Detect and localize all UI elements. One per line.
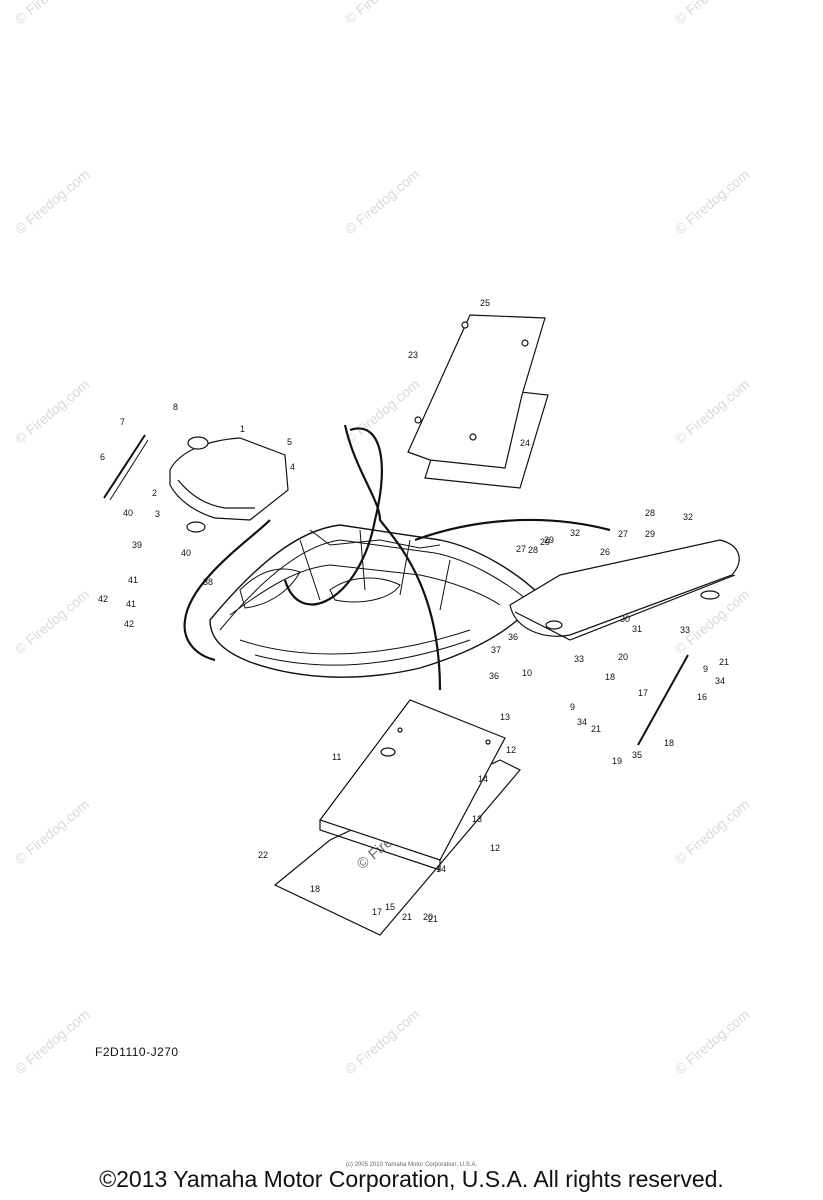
- callout-42: 42: [98, 594, 108, 604]
- callout-1: 1: [240, 424, 245, 434]
- hatch-lid-part: [407, 314, 549, 489]
- callout-34: 34: [577, 717, 587, 727]
- watermark-text: © Firedog.com: [672, 166, 753, 237]
- callout-37: 37: [491, 645, 501, 655]
- gas-strut: [637, 654, 689, 746]
- callout-16: 16: [697, 692, 707, 702]
- callout-40: 40: [123, 508, 133, 518]
- callout-13: 13: [472, 814, 482, 824]
- callout-21: 21: [719, 657, 729, 667]
- callout-18: 18: [310, 884, 320, 894]
- lower-hatch-part: [273, 699, 521, 936]
- watermark-text: © Firedog.com: [342, 376, 423, 447]
- callout-17: 17: [372, 907, 382, 917]
- callout-17: 17: [638, 688, 648, 698]
- long-seat-part: [509, 539, 740, 641]
- callout-15: 15: [385, 902, 395, 912]
- watermark-text: © Firedog.com: [12, 796, 93, 867]
- drawing-code: F2D1110-J270: [95, 1045, 179, 1059]
- callout-12: 12: [490, 843, 500, 853]
- callout-14: 14: [478, 774, 488, 784]
- callout-36: 36: [508, 632, 518, 642]
- callout-4: 4: [290, 462, 295, 472]
- watermark-text: © Firedog.com: [342, 0, 423, 27]
- callout-labels: 1234567899101112121313141415161717181818…: [98, 298, 729, 924]
- callout-5: 5: [287, 437, 292, 447]
- callout-7: 7: [120, 417, 125, 427]
- copyright-notice: ©2013 Yamaha Motor Corporation, U.S.A. A…: [99, 1166, 724, 1192]
- watermark-text: © Firedog.com: [672, 0, 753, 27]
- callout-20: 20: [618, 652, 628, 662]
- callout-33: 33: [574, 654, 584, 664]
- callout-24: 24: [520, 438, 530, 448]
- callout-19: 19: [612, 756, 622, 766]
- callout-32: 32: [570, 528, 580, 538]
- callout-28: 28: [528, 545, 538, 555]
- callout-32: 32: [683, 512, 693, 522]
- watermark-text: © Firedog.com: [12, 586, 93, 657]
- callout-42: 42: [124, 619, 134, 629]
- watermark-text: © Firedog.com: [12, 0, 93, 27]
- watermark-text: © Firedog.com: [342, 166, 423, 237]
- callout-23: 23: [408, 350, 418, 360]
- callout-10: 10: [522, 668, 532, 678]
- boat-hull: [209, 524, 541, 678]
- callout-8: 8: [173, 402, 178, 412]
- callout-28: 28: [645, 508, 655, 518]
- callout-36: 36: [489, 671, 499, 681]
- watermark-text: © Firedog.com: [342, 1006, 423, 1077]
- callout-18: 18: [664, 738, 674, 748]
- callout-21: 21: [428, 914, 438, 924]
- watermark-text: © Firedog.com: [672, 376, 753, 447]
- callout-6: 6: [100, 452, 105, 462]
- callout-27: 27: [516, 544, 526, 554]
- callout-29: 29: [544, 535, 554, 545]
- callout-20: 20: [423, 912, 433, 922]
- seat-cushion-part: [169, 436, 289, 533]
- watermark-text: © Firedog.com: [12, 166, 93, 237]
- callout-41: 41: [128, 575, 138, 585]
- copyright-small: (c) 2005 2010 Yamaha Motor Corporation, …: [345, 1162, 478, 1168]
- callout-31: 31: [632, 624, 642, 634]
- callout-41: 41: [126, 599, 136, 609]
- callout-21: 21: [591, 724, 601, 734]
- callout-13: 13: [500, 712, 510, 722]
- callout-38: 38: [203, 577, 213, 587]
- callout-29: 29: [540, 537, 550, 547]
- callout-12: 12: [506, 745, 516, 755]
- callout-9: 9: [703, 664, 708, 674]
- callout-18: 18: [605, 672, 615, 682]
- callout-2: 2: [152, 488, 157, 498]
- callout-26: 26: [600, 547, 610, 557]
- callout-33: 33: [680, 625, 690, 635]
- damper-strut: [103, 434, 149, 501]
- callout-22: 22: [258, 850, 268, 860]
- callout-25: 25: [480, 298, 490, 308]
- watermark-text: © Firedog.com: [672, 1006, 753, 1077]
- callout-40: 40: [181, 548, 191, 558]
- callout-27: 27: [618, 529, 628, 539]
- callout-35: 35: [632, 750, 642, 760]
- cables: [183, 424, 611, 691]
- callout-9: 9: [570, 702, 575, 712]
- callout-34: 34: [715, 676, 725, 686]
- watermark-text: © Firedog.com: [672, 796, 753, 867]
- callout-39: 39: [132, 540, 142, 550]
- callout-21: 21: [402, 912, 412, 922]
- callout-11: 11: [332, 752, 341, 762]
- callout-14: 14: [436, 864, 446, 874]
- watermark-text: © Firedog.com: [12, 376, 93, 447]
- watermark-text: © Firedog.com: [12, 1006, 93, 1077]
- callout-30: 30: [620, 614, 630, 624]
- callout-29: 29: [645, 529, 655, 539]
- callout-3: 3: [155, 509, 160, 519]
